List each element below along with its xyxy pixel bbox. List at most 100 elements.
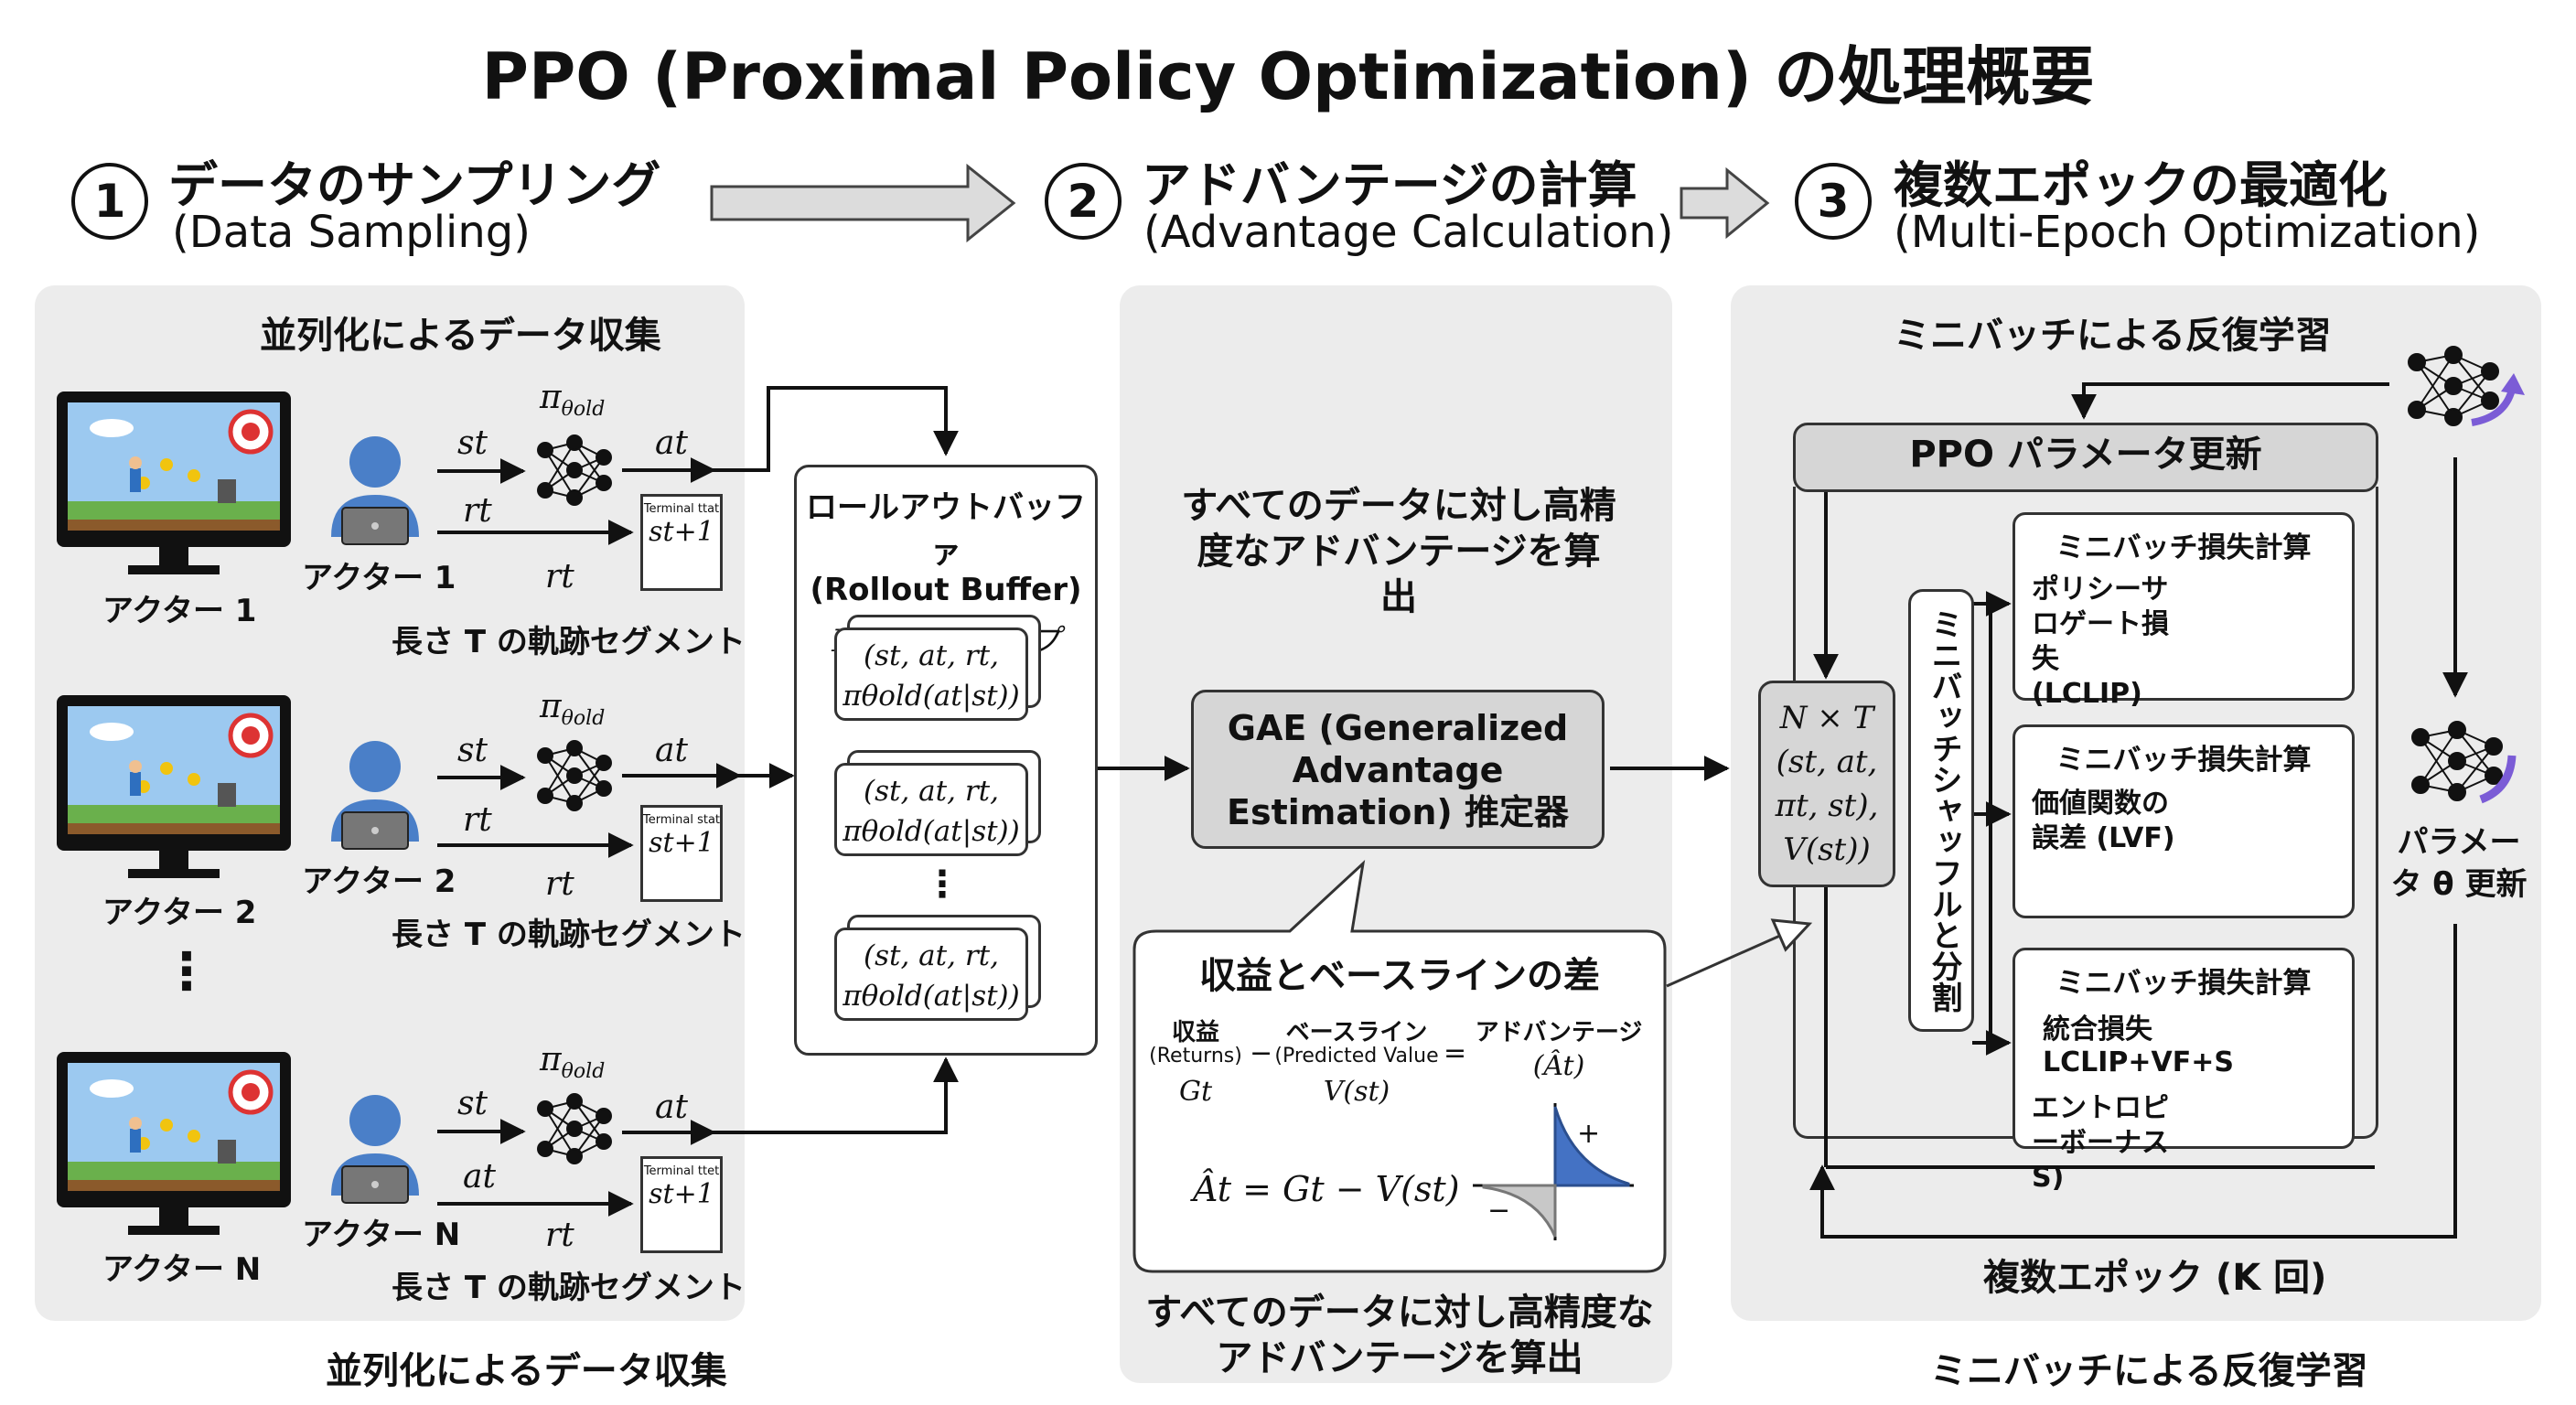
param-network-icon [2411, 721, 2517, 804]
user-icon-n [331, 1095, 419, 1204]
actor-n-policy-symbol: π [540, 1041, 562, 1078]
actor-1-state: st [457, 424, 488, 462]
step-2-title: アドバンテージの計算 [1142, 156, 1637, 214]
actor-1-policy: πθold [540, 379, 605, 421]
chart-plus-sign: + [1577, 1118, 1601, 1150]
step-3-number: 3 [1795, 163, 1872, 240]
minibatch-2-label: 価値関数の誤差 (LVF) [2032, 788, 2175, 854]
actor-1-next-state: st+1 [649, 516, 714, 548]
step-3-subtitle: (Multi-Epoch Optimization) [1894, 207, 2481, 258]
policy-network-icon-1 [537, 434, 612, 506]
user-icon-1 [331, 436, 419, 545]
buffer-tuple-3-line2: πθold(at|st)) [843, 980, 1020, 1013]
actor-1-reward-top: rt [463, 492, 492, 530]
optimization-header: ミニバッチによる反復学習 [1894, 315, 2332, 357]
buffer-tuple-1-line1: (st, at, rt, [864, 639, 999, 672]
baseline-symbol: V(st) [1323, 1076, 1390, 1108]
data-tuple-box: N × T (st, at, πt, st), V(st)) [1758, 681, 1895, 887]
actor-n-terminal-note: Terminal ttet st+1 [640, 1156, 723, 1253]
actor-2-user-label: アクター 2 [302, 863, 456, 900]
actor-2-screen-label: アクター 2 [102, 895, 257, 931]
minibatch-loss-1: ミニバッチ損失計算 ポリシーサロゲート損失 (LCLIP) [2012, 512, 2355, 710]
actor-1-screen-label: アクター 1 [102, 593, 257, 629]
baseline-jp: ベースライン [1285, 1019, 1428, 1046]
buffer-tuple-3: (st, at, rt, πθold(at|st)) [834, 928, 1028, 1021]
shuffle-split-box: ミニバッチシャッフルと分割 [1908, 589, 1974, 1032]
sampling-footer: 並列化によるデータ収集 [326, 1350, 727, 1392]
actor-1-action: at [655, 424, 688, 462]
entropy-bonus-label: エントロピーボーナス S) [2032, 1092, 2169, 1194]
actor-1-policy-sub: θold [561, 398, 606, 422]
actor-monitor-1 [57, 391, 291, 574]
advantage-bottom-text: すべてのデータに対し高精度なアドバンテージを算出 [1145, 1292, 1654, 1379]
buffer-tuple-1-line2: πθold(at|st)) [843, 680, 1020, 713]
step-arrow-2 [1680, 166, 1770, 240]
buffer-tuple-1: (st, at, rt, πθold(at|st)) [834, 627, 1028, 721]
buffer-tuple-2-line1: (st, at, rt, [864, 775, 999, 808]
actor-2-note-text: Terminal stat [643, 813, 721, 827]
actor-2-next-state: st+1 [649, 827, 714, 859]
actor-2-policy-sub: θold [561, 707, 606, 731]
step-arrow-1 [710, 163, 1016, 243]
actor-2-action: at [655, 732, 688, 769]
actor-n-state: st [457, 1085, 488, 1122]
advantage-curve-chart [1473, 1103, 1634, 1240]
step-1-number: 1 [71, 163, 148, 240]
buffer-dots: ⋮ [924, 863, 961, 906]
actor-monitor-n [57, 1052, 291, 1235]
returns-minus: − [1250, 1037, 1273, 1069]
advantage-symbol: (Ât) [1532, 1050, 1585, 1082]
buffer-tuple-2: (st, at, rt, πθold(at|st)) [834, 763, 1028, 856]
param-update-label: パラメータ θ 更新 [2390, 824, 2528, 903]
actors-ellipsis: ⋮ [161, 942, 212, 1002]
actor-2-policy-symbol: π [540, 688, 562, 725]
actor-n-policy: πθold [540, 1041, 605, 1083]
buffer-tuple-2-line2: πθold(at|st)) [843, 815, 1020, 848]
baseline-en: (Predicted Value [1274, 1045, 1439, 1067]
gae-estimator-box: GAE (Generalized Advantage Estimation) 推… [1191, 690, 1605, 849]
actor-1-segment: 長さ T の軌跡セグメント [392, 624, 746, 660]
actor-n-reward-bottom: rt [545, 1217, 574, 1254]
actor-1-note-text: Terminal ttat [643, 502, 720, 516]
minibatch-loss-3: ミニバッチ損失計算 統合損失 LCLIP+VF+S エントロピーボーナス S) [2012, 948, 2355, 1194]
step-1-title: データのサンプリング [168, 156, 661, 214]
actor-2-state: st [457, 732, 488, 769]
step-3-title: 複数エポックの最適化 [1894, 156, 2388, 214]
minibatch-3-title: ミニバッチ損失計算 [2055, 967, 2312, 1000]
minibatch-loss-2: ミニバッチ損失計算 価値関数の誤差 (LVF) [2012, 724, 2355, 918]
actor-n-next-state: st+1 [649, 1178, 714, 1210]
actor-arrows [437, 457, 742, 1217]
user-icon-2 [331, 741, 419, 850]
returns-symbol: Gt [1178, 1076, 1213, 1108]
actor-1-policy-symbol: π [540, 379, 562, 416]
returns-jp: 収益 [1171, 1019, 1219, 1046]
baseline-equals: = [1444, 1037, 1467, 1069]
actor-n-note-text: Terminal ttet [643, 1164, 720, 1178]
actor-n-action: at [655, 1089, 688, 1126]
step-2-number: 2 [1045, 163, 1122, 240]
actor-2-policy: πθold [540, 688, 605, 730]
actor-2-terminal-note: Terminal stat st+1 [640, 805, 723, 902]
outline-arrow-head [1770, 918, 1813, 952]
callout-title: 収益とベースラインの差 [1199, 955, 1600, 997]
buffer-title-jp: ロールアウトバッファ [806, 489, 1086, 571]
buffer-connectors [714, 386, 959, 1134]
minibatch-2-title: ミニバッチ損失計算 [2055, 744, 2312, 777]
actor-n-screen-label: アクター N [102, 1251, 262, 1288]
step-1-subtitle: (Data Sampling) [172, 207, 531, 258]
buffer-tuple-3-line1: (st, at, rt, [864, 939, 999, 972]
actor-n-segment: 長さ T の軌跡セグメント [392, 1270, 746, 1306]
optimization-footer: ミニバッチによる反復学習 [1930, 1350, 2368, 1392]
minibatch-1-label: ポリシーサロゲート損失 (LCLIP) [2032, 574, 2169, 710]
actor-monitor-2 [57, 695, 291, 878]
advantage-formula: Ât = Gt − V(st) [1193, 1169, 1460, 1209]
actor-2-segment: 長さ T の軌跡セグメント [392, 917, 746, 953]
chart-minus-sign: − [1487, 1195, 1511, 1227]
sampling-header: 並列化によるデータ収集 [260, 315, 661, 357]
agent-network-icon-top [2408, 346, 2525, 426]
page-title: PPO (Proximal Policy Optimization) の処理概要 [481, 39, 2095, 114]
actor-1-reward-bottom: rt [545, 558, 574, 595]
epochs-label: 複数エポック (K 回) [1983, 1257, 2327, 1299]
minibatch-1-title: ミニバッチ損失計算 [2055, 531, 2312, 564]
actor-n-user-label: アクター N [302, 1217, 461, 1253]
